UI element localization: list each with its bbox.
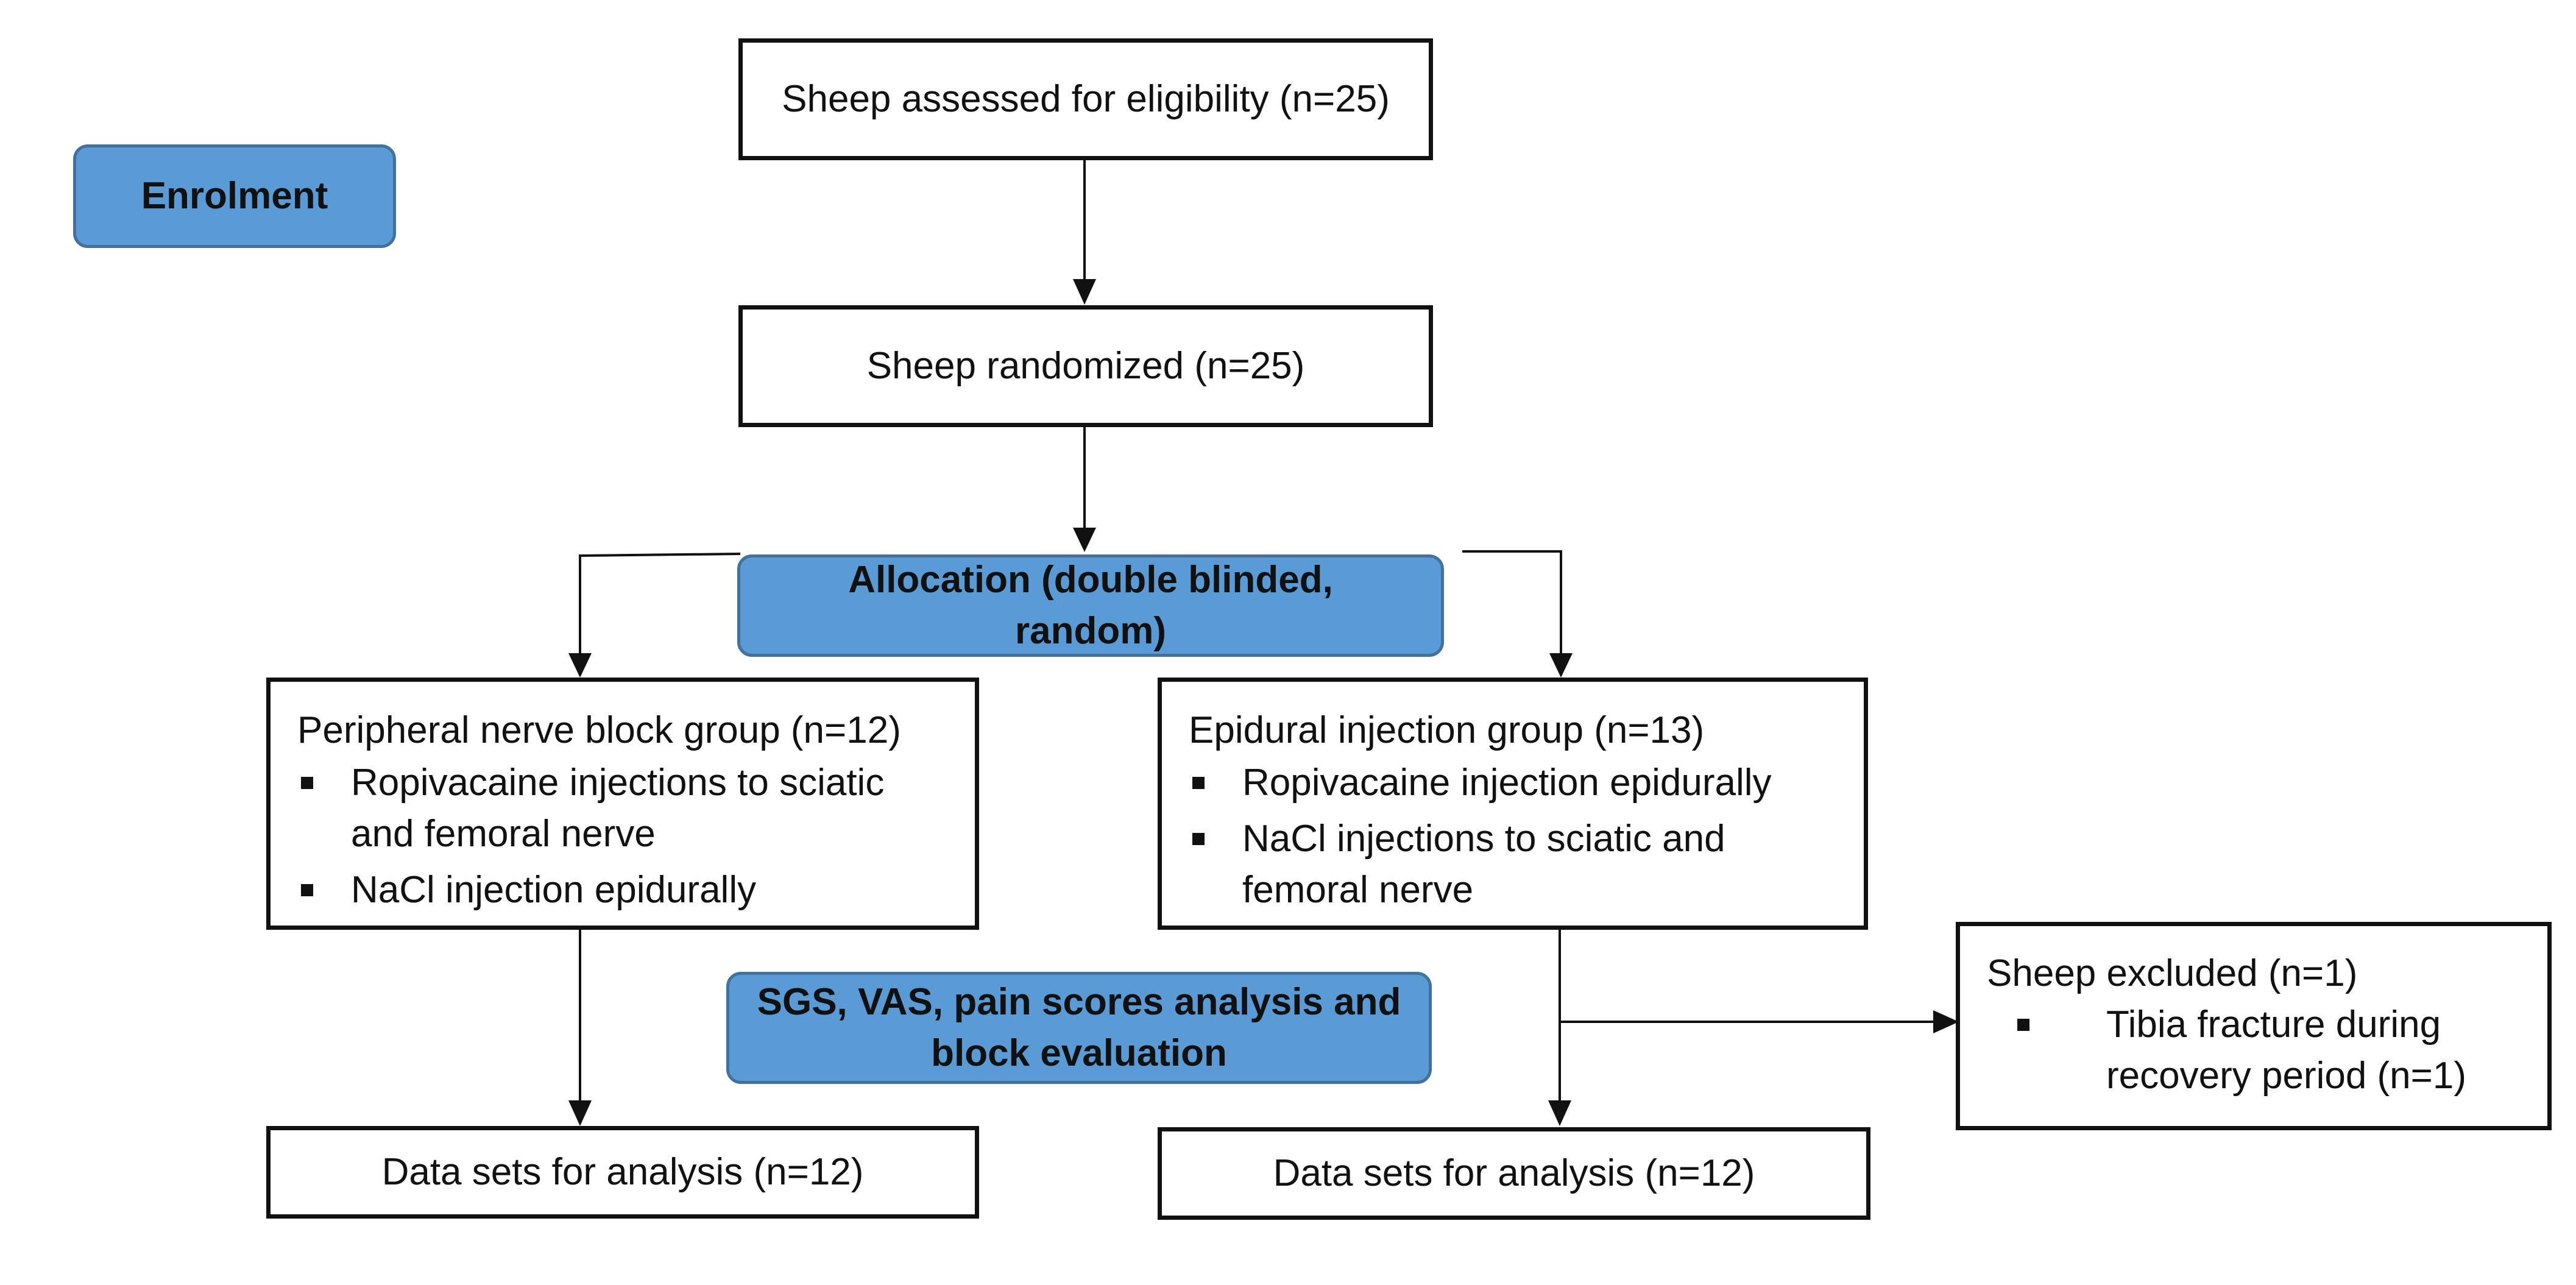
list-item-text: Tibia fracture during recovery period (n… [2106,1004,2466,1097]
stage-enrolment-label: Enrolment [141,175,328,218]
list-item: Ropivacaine injections to sciatic and fe… [297,757,936,860]
list-item: Ropivacaine injection epidurally [1189,757,1864,809]
dataset-left-text: Data sets for analysis (n=12) [381,1150,864,1193]
box-assessed: Sheep assessed for eligibility (n=25) [738,38,1433,160]
box-dataset-right: Data sets for analysis (n=12) [1158,1127,1870,1220]
stage-analysis-label: SGS, VAS, pain scores analysis and block… [757,981,1401,1074]
box-excluded: Sheep excluded (n=1) Tibia fracture duri… [1956,922,2552,1130]
arrowhead-allocation [1073,528,1096,552]
dataset-right-text: Data sets for analysis (n=12) [1273,1152,1755,1194]
stage-allocation-label: Allocation (double blinded, random) [848,559,1333,652]
list-item: NaCl injections to sciatic and femoral n… [1189,813,1791,916]
bullet-icon [1192,777,1205,789]
list-item-text: Ropivacaine injections to sciatic and fe… [351,762,885,855]
box-group-epidural: Epidural injection group (n=13) Ropivaca… [1158,678,1868,930]
stage-enrolment: Enrolment [73,144,396,248]
stage-allocation: Allocation (double blinded, random) [737,554,1444,657]
stage-analysis: SGS, VAS, pain scores analysis and block… [726,972,1432,1084]
excluded-title: Sheep excluded (n=1) [1987,952,2358,994]
box-assessed-text: Sheep assessed for eligibility (n=25) [782,77,1390,120]
branch-line-right [1462,550,1562,657]
list-item-text: Ropivacaine injection epidurally [1242,762,1772,804]
group-peripheral-list: Ropivacaine injections to sciatic and fe… [297,757,975,916]
group-peripheral-title: Peripheral nerve block group (n=12) [297,709,901,751]
list-item: NaCl injection epidurally [297,865,975,916]
arrowhead-randomized [1073,279,1096,305]
list-item-text: NaCl injection epidurally [351,869,757,911]
bullet-icon [2017,1019,2029,1031]
group-epidural-list: Ropivacaine injection epidurally NaCl in… [1189,757,1864,916]
bullet-icon [301,884,313,896]
arrowhead-excluded [1933,1010,1959,1033]
group-epidural-title: Epidural injection group (n=13) [1189,709,1705,751]
list-item-text: NaCl injections to sciatic and femoral n… [1242,818,1725,911]
arrowhead-right-group [1549,653,1573,678]
box-randomized-text: Sheep randomized (n=25) [866,344,1305,387]
bullet-icon [301,777,313,789]
bullet-icon [1192,833,1205,845]
arrowhead-left-dataset [568,1100,592,1126]
arrowhead-right-dataset [1548,1100,1571,1126]
list-item: Tibia fracture during recovery period (n… [1987,999,2484,1102]
box-group-peripheral: Peripheral nerve block group (n=12) Ropi… [266,678,979,930]
branch-line-left [579,553,741,657]
box-dataset-left: Data sets for analysis (n=12) [266,1126,979,1219]
arrowhead-left-group [568,653,592,678]
box-randomized: Sheep randomized (n=25) [738,305,1433,427]
